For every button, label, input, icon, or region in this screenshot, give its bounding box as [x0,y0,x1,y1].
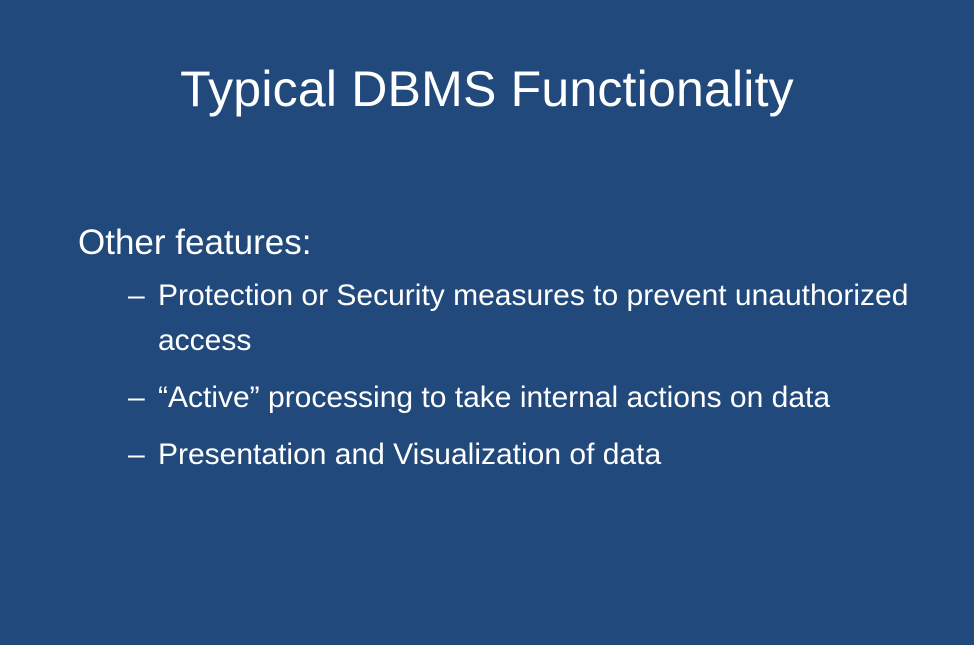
bullet-text: Protection or Security measures to preve… [158,279,909,357]
bullet-item: – Presentation and Visualization of data [128,432,938,477]
bullet-text: “Active” processing to take internal act… [158,381,831,414]
slide-body: Other features: – Protection or Security… [78,219,938,489]
bullet-item: – Protection or Security measures to pre… [128,273,938,363]
bullet-list: – Protection or Security measures to pre… [78,273,938,477]
slide-title: Typical DBMS Functionality [180,61,794,117]
bullet-marker: – [128,381,145,414]
bullet-marker: – [128,438,145,471]
bullet-text: Presentation and Visualization of data [158,438,662,471]
section-heading: Other features: [78,223,312,262]
bullet-item: – “Active” processing to take internal a… [128,375,938,420]
bullet-marker: – [128,279,145,312]
